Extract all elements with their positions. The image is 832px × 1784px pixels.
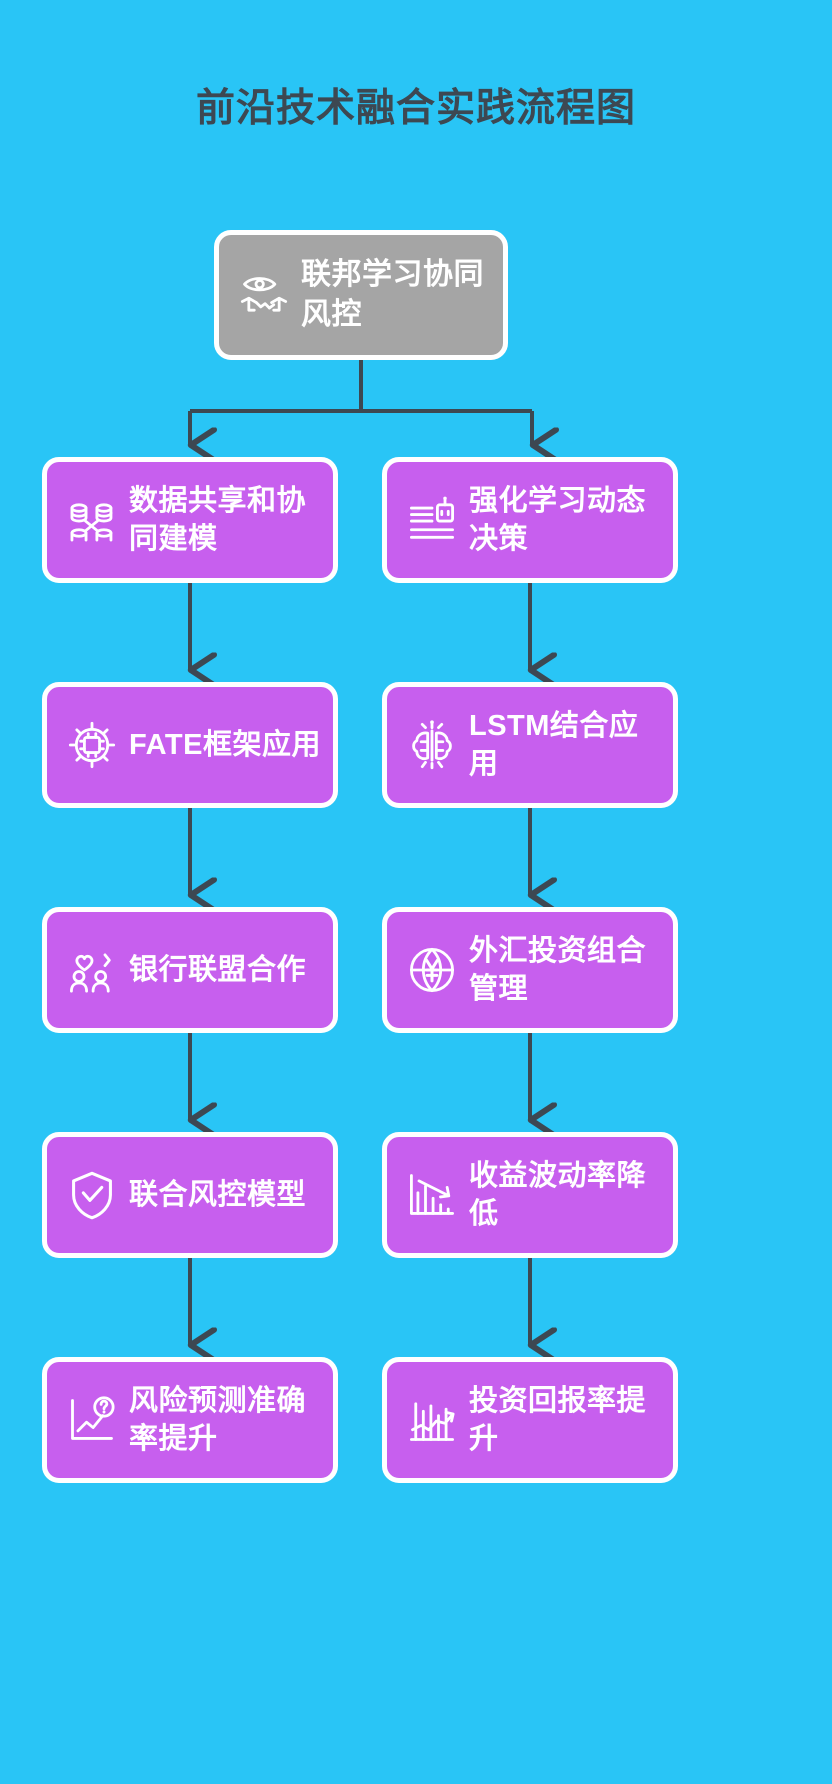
node-root[interactable]: 联邦学习协同风控	[214, 230, 508, 360]
eye-handshake-icon	[237, 268, 291, 322]
node-right-1[interactable]: 强化学习动态决策	[382, 457, 678, 583]
globe-yen-icon	[405, 943, 459, 997]
node-left-5-label: 风险预测准确率提升	[129, 1384, 307, 1455]
node-left-5[interactable]: 风险预测准确率提升	[42, 1357, 338, 1483]
node-right-5[interactable]: 投资回报率提升	[382, 1357, 678, 1483]
chart-decline-icon	[405, 1168, 459, 1222]
node-right-1-label: 强化学习动态决策	[469, 484, 647, 555]
chart-growth-icon	[405, 1393, 459, 1447]
node-left-1-label: 数据共享和协同建模	[129, 484, 307, 555]
node-left-3[interactable]: 银行联盟合作	[42, 907, 338, 1033]
chart-question-icon	[65, 1393, 119, 1447]
gear-framework-icon	[65, 718, 119, 772]
node-left-2[interactable]: FATE框架应用	[42, 682, 338, 808]
node-left-4[interactable]: 联合风控模型	[42, 1132, 338, 1258]
node-right-5-label: 投资回报率提升	[469, 1384, 647, 1455]
brain-chip-icon	[405, 718, 459, 772]
node-right-2[interactable]: LSTM结合应用	[382, 682, 678, 808]
reinforcement-list-icon	[405, 493, 459, 547]
node-right-4[interactable]: 收益波动率降低	[382, 1132, 678, 1258]
node-left-2-label: FATE框架应用	[129, 728, 321, 761]
node-right-3[interactable]: 外汇投资组合管理	[382, 907, 678, 1033]
node-right-3-label: 外汇投资组合管理	[469, 934, 647, 1005]
page-title: 前沿技术融合实践流程图	[195, 87, 636, 130]
node-right-2-label: LSTM结合应用	[469, 709, 639, 780]
database-network-icon	[65, 493, 119, 547]
edge-root-split	[190, 360, 532, 445]
node-root-label: 联邦学习协同风控	[301, 258, 484, 331]
partners-heart-icon	[65, 943, 119, 997]
node-left-3-label: 银行联盟合作	[129, 953, 307, 986]
shield-check-icon	[65, 1168, 119, 1222]
node-left-1[interactable]: 数据共享和协同建模	[42, 457, 338, 583]
node-right-4-label: 收益波动率降低	[469, 1159, 647, 1230]
node-left-4-label: 联合风控模型	[129, 1178, 307, 1211]
